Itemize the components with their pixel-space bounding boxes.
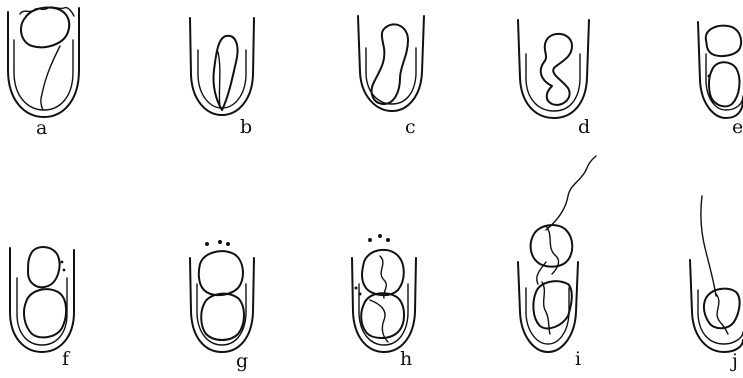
granule-h-1 bbox=[368, 238, 372, 242]
panel-label-j: j bbox=[732, 352, 738, 371]
cell-lower-i bbox=[533, 281, 571, 328]
panel-label-b: b bbox=[240, 118, 252, 137]
cell-upper-i bbox=[531, 225, 573, 267]
flagellum-j bbox=[701, 196, 716, 296]
cell-b bbox=[213, 36, 237, 110]
panel-a bbox=[8, 7, 79, 117]
cell-upper-h bbox=[362, 250, 404, 295]
cell-lower-f bbox=[24, 289, 66, 337]
panel-f bbox=[10, 247, 74, 352]
cell-upper-f bbox=[28, 247, 60, 287]
tube-outer-b bbox=[190, 18, 254, 115]
panel-j bbox=[690, 196, 743, 352]
tube-inner-c bbox=[366, 48, 416, 104]
panel-e bbox=[698, 22, 743, 118]
panel-g bbox=[190, 240, 254, 352]
panel-d bbox=[518, 20, 589, 118]
cell-d bbox=[541, 34, 572, 105]
panel-label-i: i bbox=[575, 350, 581, 369]
cell-a bbox=[21, 7, 69, 47]
granule-e bbox=[708, 75, 711, 78]
panel-i bbox=[518, 156, 596, 352]
panel-label-c: c bbox=[405, 118, 416, 137]
panel-b bbox=[190, 18, 254, 115]
panel-label-e: e bbox=[732, 118, 743, 137]
granule-h-4 bbox=[355, 287, 358, 290]
flagellum-i bbox=[546, 156, 596, 230]
cell-lower-g bbox=[201, 294, 244, 340]
panel-label-d: d bbox=[578, 118, 590, 137]
granule-h-3 bbox=[386, 238, 390, 242]
granule-h-2 bbox=[378, 234, 382, 238]
granule-g-1 bbox=[205, 242, 209, 246]
panel-label-a: a bbox=[36, 119, 47, 138]
cell-lower-e bbox=[709, 62, 740, 106]
panel-c bbox=[358, 16, 424, 111]
strand-a bbox=[41, 46, 60, 110]
tube-inner-b bbox=[198, 50, 246, 108]
tube-inner-a bbox=[14, 40, 73, 110]
granule-h-5 bbox=[359, 293, 362, 296]
panel-label-h: h bbox=[400, 350, 412, 369]
granule-f-1 bbox=[61, 261, 64, 264]
strand-b bbox=[218, 52, 220, 108]
panel-label-f: f bbox=[62, 350, 69, 369]
strand-lower-i bbox=[542, 282, 550, 334]
cell-c bbox=[372, 24, 408, 104]
granule-f-2 bbox=[63, 269, 66, 272]
granule-g-3 bbox=[226, 242, 230, 246]
tube-inner-d bbox=[526, 54, 580, 111]
cell-upper-g bbox=[199, 251, 243, 295]
strand-upper-h bbox=[380, 256, 386, 298]
cell-upper-e bbox=[706, 26, 741, 56]
tube-outer-c bbox=[358, 16, 424, 111]
cell-j bbox=[704, 289, 740, 329]
panel-label-g: g bbox=[236, 352, 248, 371]
panel-h bbox=[352, 234, 416, 352]
granule-g-2 bbox=[218, 240, 222, 244]
